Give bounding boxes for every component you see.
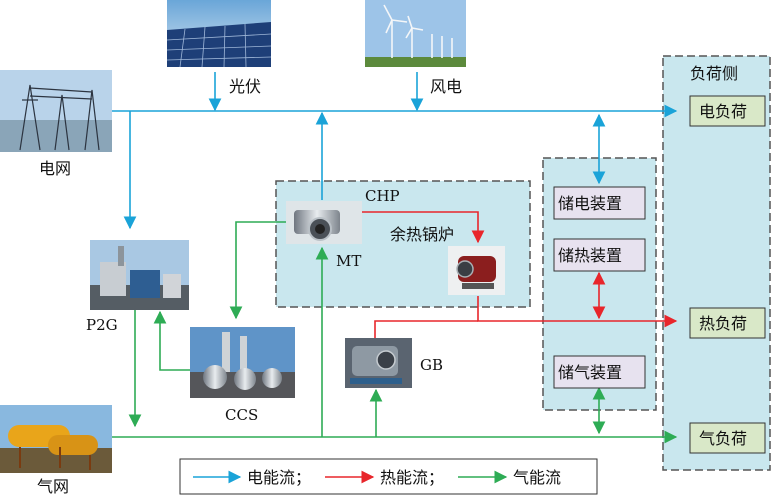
gas-grid-photo (0, 405, 112, 473)
load-label-gas: 气负荷 (699, 429, 747, 448)
label-gb: GB (420, 356, 443, 374)
storage-box-elec (553, 186, 646, 220)
storage-label-heat: 储热装置 (558, 246, 622, 265)
storage-label-gas: 储气装置 (558, 363, 622, 382)
load-box-heat (689, 307, 766, 339)
load-label-elec: 电负荷 (699, 102, 747, 121)
gas-boiler-photo (345, 338, 412, 388)
ccs-plant-photo (190, 327, 295, 398)
waste-heat-boiler-photo (448, 246, 505, 295)
storage-box-heat (553, 238, 646, 272)
mt-heat-arrow (360, 211, 485, 244)
mt-turbine-photo (286, 201, 362, 244)
load-box-gas (689, 422, 766, 454)
ccs-p2g-arrow (153, 310, 190, 371)
label-pv: 光伏 (229, 77, 261, 96)
power-grid-photo (0, 70, 112, 152)
load-box-elec (689, 95, 766, 127)
label-load-side: 负荷侧 (690, 64, 738, 83)
storage-label-elec: 储电装置 (558, 194, 622, 213)
label-wind: 风电 (430, 77, 462, 96)
gb-heat-line (374, 320, 478, 338)
pv-panel-photo (166, 0, 272, 68)
label-chp: CHP (365, 187, 400, 205)
label-gas-grid: 气网 (37, 477, 69, 496)
legend-electric-label: 电能流； (247, 468, 311, 487)
p2g-plant-photo (90, 240, 189, 310)
legend-heat-label: 热能流； (380, 468, 444, 487)
storage-box-gas (553, 355, 646, 389)
load-label-heat: 热负荷 (699, 314, 747, 333)
label-grid: 电网 (39, 159, 71, 178)
label-mt: MT (336, 252, 361, 270)
label-ccs: CCS (225, 406, 258, 424)
legend-box (179, 458, 598, 495)
mt-ccs-arrow (229, 221, 286, 320)
wind-turbine-photo (365, 0, 466, 67)
label-p2g: P2G (86, 316, 118, 334)
legend-gas-label: 气能流 (513, 468, 561, 487)
label-waste-heat-boiler: 余热锅炉 (390, 225, 454, 244)
